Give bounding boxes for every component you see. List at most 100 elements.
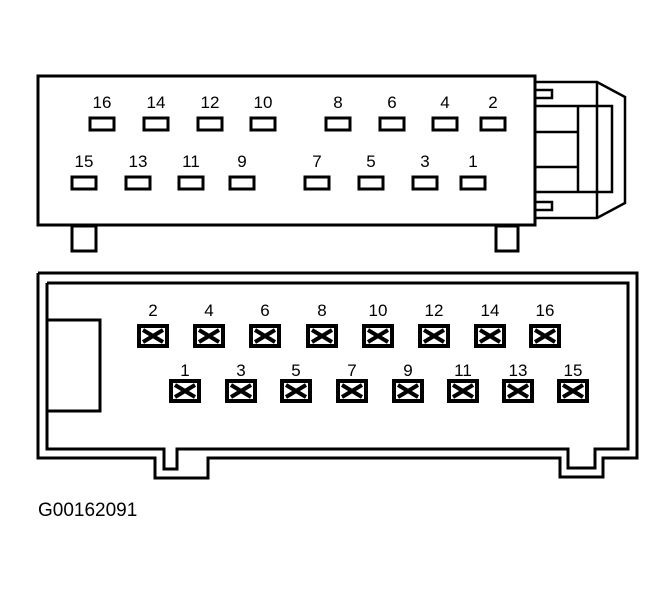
pin-slot bbox=[303, 175, 331, 191]
terminal-label: 16 bbox=[536, 301, 555, 320]
pin-9: 9 bbox=[228, 152, 256, 191]
terminal-13: 13 bbox=[502, 361, 534, 403]
pin-label: 14 bbox=[147, 93, 166, 112]
pin-5: 5 bbox=[357, 152, 385, 191]
terminal-x-mark bbox=[422, 328, 446, 344]
terminal-x-mark bbox=[310, 328, 334, 344]
terminal-10: 10 bbox=[362, 301, 394, 348]
terminal-x-mark bbox=[506, 383, 530, 399]
terminal-box bbox=[502, 379, 534, 403]
top-connector-pins: 16 14 12 10 8 6 4 2 15 13 11 9 7 5 3 1 bbox=[70, 93, 507, 191]
pin-slot bbox=[378, 116, 406, 132]
pin-label: 8 bbox=[333, 93, 342, 112]
terminal-x-mark bbox=[284, 383, 308, 399]
terminal-box bbox=[280, 379, 312, 403]
pin-slot bbox=[249, 116, 277, 132]
pin-slot bbox=[142, 116, 170, 132]
pin-11: 11 bbox=[177, 152, 205, 191]
pin-7: 7 bbox=[303, 152, 331, 191]
bottom-connector-side-tab bbox=[45, 318, 102, 413]
terminal-x-mark bbox=[478, 328, 502, 344]
terminal-label: 2 bbox=[148, 301, 157, 320]
pin-1: 1 bbox=[459, 152, 487, 191]
pin-label: 9 bbox=[237, 152, 246, 171]
terminal-16: 16 bbox=[529, 301, 561, 348]
terminal-box bbox=[137, 324, 169, 348]
pin-4: 4 bbox=[431, 93, 459, 132]
top-connector-foot-left bbox=[70, 224, 98, 253]
terminal-x-mark bbox=[561, 383, 585, 399]
top-connector-foot-right bbox=[494, 224, 520, 253]
terminal-box bbox=[418, 324, 450, 348]
terminal-label: 9 bbox=[403, 361, 412, 380]
terminal-11: 11 bbox=[447, 361, 479, 403]
pin-6: 6 bbox=[378, 93, 406, 132]
terminal-label: 4 bbox=[204, 301, 213, 320]
pin-slot bbox=[411, 175, 439, 191]
terminal-label: 10 bbox=[369, 301, 388, 320]
pin-3: 3 bbox=[411, 152, 439, 191]
terminal-9: 9 bbox=[392, 361, 424, 403]
terminal-x-mark bbox=[366, 328, 390, 344]
pin-slot bbox=[431, 116, 459, 132]
terminal-box bbox=[306, 324, 338, 348]
pin-8: 8 bbox=[324, 93, 352, 132]
terminal-x-mark bbox=[197, 328, 221, 344]
terminal-box bbox=[447, 379, 479, 403]
terminal-x-mark bbox=[173, 383, 197, 399]
pin-12: 12 bbox=[196, 93, 224, 132]
pin-label: 15 bbox=[75, 152, 94, 171]
pin-slot bbox=[70, 175, 98, 191]
terminal-15: 15 bbox=[557, 361, 589, 403]
pin-label: 7 bbox=[312, 152, 321, 171]
terminal-x-mark bbox=[340, 383, 364, 399]
pin-2: 2 bbox=[479, 93, 507, 132]
terminal-box bbox=[193, 324, 225, 348]
terminal-4: 4 bbox=[193, 301, 225, 348]
pin-13: 13 bbox=[124, 152, 152, 191]
terminal-label: 14 bbox=[481, 301, 500, 320]
pin-slot bbox=[124, 175, 152, 191]
terminal-box bbox=[392, 379, 424, 403]
pin-15: 15 bbox=[70, 152, 98, 191]
terminal-box bbox=[336, 379, 368, 403]
terminal-label: 13 bbox=[509, 361, 528, 380]
pin-slot bbox=[177, 175, 205, 191]
terminal-label: 8 bbox=[317, 301, 326, 320]
terminal-1: 1 bbox=[169, 361, 201, 403]
pin-label: 11 bbox=[182, 152, 200, 171]
pin-label: 6 bbox=[387, 93, 396, 112]
terminal-box bbox=[474, 324, 506, 348]
bottom-connector-outer bbox=[36, 271, 639, 480]
pin-slot bbox=[479, 116, 507, 132]
pin-label: 10 bbox=[254, 93, 273, 112]
terminal-label: 12 bbox=[425, 301, 444, 320]
terminal-x-mark bbox=[396, 383, 420, 399]
terminal-box bbox=[529, 324, 561, 348]
terminal-3: 3 bbox=[225, 361, 257, 403]
terminal-label: 15 bbox=[564, 361, 583, 380]
pin-slot bbox=[459, 175, 487, 191]
terminal-label: 1 bbox=[180, 361, 189, 380]
pin-label: 13 bbox=[129, 152, 148, 171]
terminal-box bbox=[169, 379, 201, 403]
pin-label: 3 bbox=[420, 152, 429, 171]
terminal-label: 11 bbox=[454, 361, 472, 380]
terminal-6: 6 bbox=[249, 301, 281, 348]
terminal-label: 7 bbox=[347, 361, 356, 380]
terminal-label: 3 bbox=[236, 361, 245, 380]
pin-slot bbox=[357, 175, 385, 191]
terminal-5: 5 bbox=[280, 361, 312, 403]
terminal-label: 6 bbox=[260, 301, 269, 320]
terminal-14: 14 bbox=[474, 301, 506, 348]
pin-slot bbox=[196, 116, 224, 132]
pin-label: 4 bbox=[440, 93, 449, 112]
figure-id: G00162091 bbox=[38, 500, 138, 521]
top-connector-body bbox=[36, 74, 537, 227]
terminal-12: 12 bbox=[418, 301, 450, 348]
bottom-connector-inner bbox=[45, 281, 630, 471]
pin-label: 16 bbox=[93, 93, 112, 112]
